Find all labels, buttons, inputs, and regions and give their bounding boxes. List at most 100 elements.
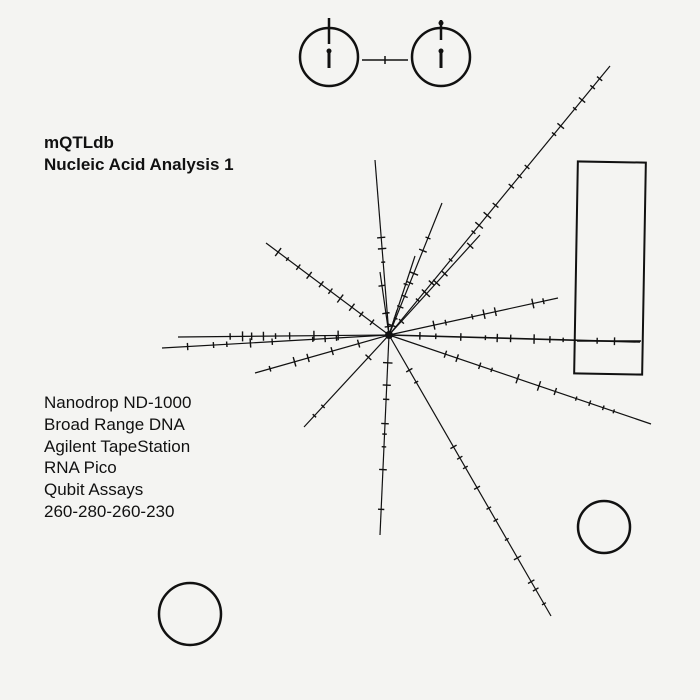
pulsar-tick	[274, 247, 282, 257]
pulsar-tick	[441, 270, 448, 277]
pulsar-tick	[382, 361, 393, 364]
small-circle-right	[576, 499, 632, 555]
pulsar-tick	[422, 290, 431, 298]
pulsar-tick	[466, 242, 474, 250]
pulsar-tick	[578, 96, 586, 104]
pulsar-tick	[415, 298, 420, 303]
pulsar-ray	[388, 309, 398, 336]
small-circle-left	[157, 581, 223, 647]
pulsar-tick	[348, 303, 356, 312]
pulsar-tick	[448, 257, 453, 262]
pulsar-ray	[388, 202, 443, 336]
pulsar-tick	[574, 396, 578, 401]
pulsar-tick	[542, 298, 545, 305]
pulsar-tick	[471, 313, 474, 320]
pulsar-tick	[443, 350, 448, 358]
pulsar-ray	[303, 334, 390, 428]
pulsar-tick	[513, 555, 522, 561]
hydrogen-symbol	[298, 18, 472, 88]
pulsar-tick	[409, 271, 419, 276]
pulsar-tick	[471, 230, 476, 235]
credit-line-3: Agilent TapeStation	[44, 436, 191, 456]
pulsar-tick	[382, 312, 390, 315]
credit-line-2: Broad Range DNA	[44, 414, 185, 434]
pulsar-tick	[401, 294, 408, 299]
pulsar-tick	[312, 413, 317, 418]
pulsar-tick	[515, 373, 520, 384]
pulsar-tick-group	[186, 76, 616, 606]
pulsar-tick	[292, 356, 297, 367]
pulsar-ray	[388, 297, 559, 336]
pulsar-tick	[365, 354, 372, 361]
pulsar-tick	[377, 236, 386, 239]
pulsar-tick	[369, 319, 375, 326]
credit-line-1: Nanodrop ND-1000	[44, 393, 192, 412]
title-line-artist: mQTLdb	[44, 133, 114, 152]
pulsar-tick	[450, 444, 457, 450]
pulsar-tick	[462, 465, 469, 470]
pulsar-tick	[477, 362, 482, 370]
scale-rectangle-outer	[573, 160, 647, 376]
pulsar-tick	[553, 387, 558, 396]
pulsar-ray	[388, 334, 552, 617]
pulsar-tick	[306, 271, 313, 280]
pulsar-tick	[398, 318, 405, 325]
pulsar-tick	[432, 279, 441, 287]
pulsar-ray	[379, 271, 390, 336]
pulsar-tick	[405, 367, 413, 373]
pulsar-ray	[161, 334, 390, 349]
pulsar-tick	[306, 353, 310, 363]
pulsar-tick	[493, 307, 497, 317]
credit-line-5: Qubit Assays	[44, 480, 144, 500]
pulsar-ray	[379, 334, 390, 536]
pulsar-tick	[493, 518, 499, 523]
pulsar-tick	[455, 354, 460, 363]
pulsar-tick	[318, 280, 324, 288]
pulsar-tick	[428, 280, 436, 286]
pulsar-tick	[486, 506, 492, 511]
title-block: mQTLdb Nucleic Acid Analysis 1	[44, 132, 234, 176]
pulsar-tick	[483, 211, 492, 219]
pulsar-tick	[504, 537, 510, 542]
pulsar-tick	[432, 320, 436, 330]
credit-line-6: 260-280-260-230	[44, 501, 175, 521]
pulsar-ray	[388, 65, 611, 336]
pulsar-tick	[596, 76, 603, 82]
pulsar-tick	[532, 587, 539, 592]
pulsar-center	[385, 331, 393, 339]
pulsar-tick	[551, 131, 557, 137]
pulsar-tick	[327, 288, 333, 295]
pulsar-tick	[378, 284, 386, 287]
title-line-album: Nucleic Acid Analysis 1	[44, 155, 234, 174]
pulsar-tick	[285, 256, 290, 262]
pulsar-tick	[396, 304, 404, 309]
pulsar-tick	[536, 380, 542, 391]
pulsar-tick	[320, 404, 326, 409]
pulsar-tick	[268, 365, 272, 372]
pulsar-ray	[177, 334, 390, 338]
pulsar-tick	[508, 183, 515, 189]
pulsar-tick	[413, 380, 419, 384]
pulsar-ray	[374, 159, 390, 336]
pulsar-tick	[527, 579, 535, 585]
pulsar-tick	[249, 338, 252, 348]
pulsar-tick	[588, 400, 592, 407]
pulsar-tick	[393, 317, 398, 320]
pulsar-tick	[572, 106, 578, 111]
pulsar-tick	[541, 602, 547, 606]
pulsar-tick	[612, 409, 616, 414]
pulsar-tick	[406, 280, 414, 285]
pulsar-tick	[490, 367, 494, 373]
pulsar-tick	[492, 202, 499, 209]
pulsar-tick	[403, 282, 409, 286]
pulsar-tick	[556, 122, 565, 130]
credits-block: Nanodrop ND-1000 Broad Range DNA Agilent…	[44, 392, 191, 523]
pulsar-tick	[589, 84, 596, 90]
pulsar-tick	[384, 325, 392, 328]
credit-line-4: RNA Pico	[44, 458, 117, 478]
pulsar-tick	[330, 347, 334, 356]
pulsar-tick	[295, 264, 301, 271]
pulsar-tick	[358, 311, 364, 318]
pulsar-tick	[418, 248, 427, 253]
